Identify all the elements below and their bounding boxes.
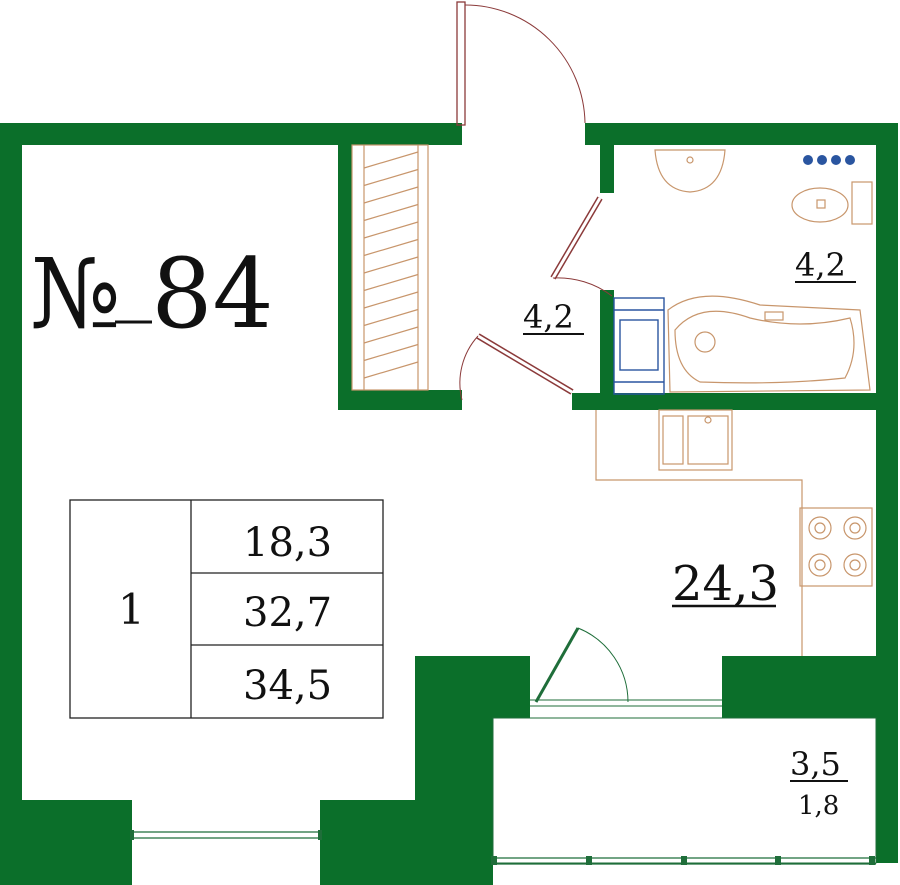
washing-machine [613, 297, 665, 395]
wardrobe-hanger [363, 291, 419, 309]
balcony-area: 3,5 [790, 745, 841, 783]
wall-wardrobe-bottom [338, 390, 462, 410]
wardrobe-hanger [363, 151, 419, 169]
wall-wardrobe-left [338, 123, 352, 410]
balcony-reduced-area: 1,8 [798, 791, 839, 821]
entrance-door [456, 1, 586, 126]
wall-bath-bottom [572, 393, 876, 410]
wall-hall-right-top [451, 123, 462, 145]
valves [803, 155, 855, 165]
toilet [791, 181, 873, 225]
living-door [459, 333, 574, 401]
wardrobe-hanger [363, 343, 419, 362]
wall-loggia-right-pier [722, 656, 898, 718]
wall-right [876, 123, 898, 863]
total-with-balcony-value: 34,5 [243, 663, 332, 709]
walls [0, 123, 898, 885]
wardrobe [351, 144, 429, 391]
apartment-number: № 84 [30, 238, 274, 350]
wall-bottom-left [0, 800, 132, 885]
wall-left [0, 123, 22, 885]
wardrobe-hanger [363, 256, 419, 274]
wardrobe-hanger [363, 221, 419, 239]
bathroom-door [550, 196, 613, 297]
wardrobe-hanger [363, 186, 419, 204]
balcony-door [530, 627, 722, 718]
total-area-value: 32,7 [243, 590, 332, 636]
wardrobe-hanger [363, 238, 419, 257]
rooms-count: 1 [118, 585, 145, 634]
wardrobe-hanger [363, 273, 419, 292]
wardrobe-hanger [363, 203, 419, 222]
kitchen-counter [595, 410, 803, 656]
wall-bath-left-lower [600, 290, 614, 400]
kitchen-sink [658, 409, 733, 471]
wardrobe-hanger [363, 168, 419, 187]
bathtub [667, 295, 871, 393]
living-area-value: 18,3 [243, 520, 332, 566]
wardrobe-hanger [363, 361, 419, 379]
living-area: 24,3 [672, 556, 779, 612]
wardrobe-hanger [363, 326, 419, 344]
balcony [491, 717, 877, 865]
wall-top-right [585, 123, 897, 145]
wardrobe-hanger [363, 308, 419, 327]
hall-area: 4,2 [523, 298, 574, 336]
wall-loggia-left-pier [435, 656, 530, 718]
wall-bath-left-upper [600, 123, 614, 193]
living-window [130, 800, 322, 885]
bathroom-area: 4,2 [795, 246, 846, 284]
summary-table: 1 18,3 32,7 34,5 [69, 499, 384, 719]
stove [799, 507, 873, 587]
wall-top-left [0, 123, 462, 145]
sink [654, 149, 726, 193]
